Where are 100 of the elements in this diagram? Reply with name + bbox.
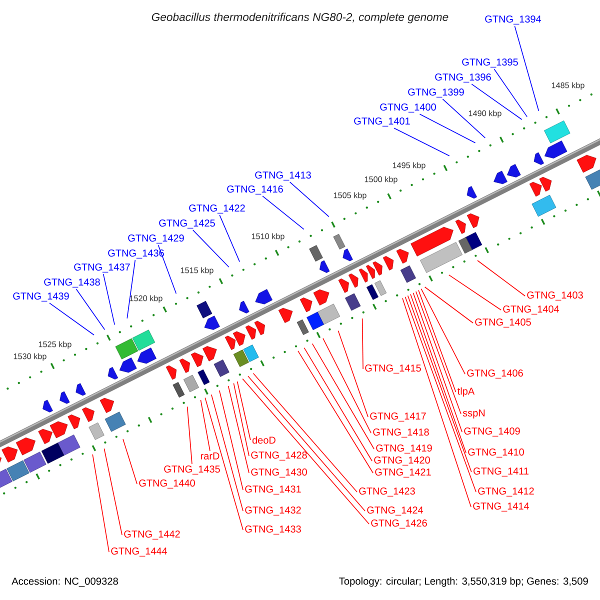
leader-line xyxy=(236,381,251,440)
leader-line xyxy=(404,296,476,492)
scale-label: 1500 kbp xyxy=(364,176,398,184)
gene-label: GTNG_1410 xyxy=(468,448,524,458)
leader-line xyxy=(92,454,110,552)
leader-line xyxy=(186,406,192,464)
footer-text: Accession: NC_009328 xyxy=(12,577,118,587)
leader-line xyxy=(448,274,502,310)
leader-line xyxy=(102,274,115,326)
gene-label: GTNG_1406 xyxy=(467,370,523,378)
leader-line xyxy=(416,291,462,414)
gene-label: deoD xyxy=(252,436,276,444)
gene-label: GTNG_1444 xyxy=(111,548,168,556)
gene-label: GTNG_1440 xyxy=(139,480,195,488)
leader-line xyxy=(494,68,528,118)
gene-label: GTNG_1395 xyxy=(462,58,518,68)
scale-label: 1490 kbp xyxy=(468,110,502,118)
gene-label: GTNG_1394 xyxy=(485,16,542,24)
scale-label: 1510 kbp xyxy=(252,233,284,241)
gene-label: GTNG_1414 xyxy=(473,502,530,512)
gene-label: GTNG_1428 xyxy=(251,452,307,460)
leader-line xyxy=(126,260,136,319)
leader-line xyxy=(204,397,244,530)
scale-label: 1495 kbp xyxy=(392,162,426,170)
gene-label: GTNG_1412 xyxy=(478,488,534,496)
leader-line xyxy=(412,292,462,432)
leader-line xyxy=(402,298,472,508)
leader-line xyxy=(407,295,472,472)
leader-line xyxy=(76,288,106,330)
gene-label: GTNG_1426 xyxy=(371,520,427,528)
leader-line xyxy=(298,350,374,474)
gene-label: GTNG_1442 xyxy=(124,530,180,540)
gene-label: GTNG_1437 xyxy=(74,264,130,272)
leader-line xyxy=(233,382,250,456)
leader-line xyxy=(304,347,372,462)
leader-line xyxy=(338,330,368,418)
gene-label: GTNG_1423 xyxy=(359,488,415,496)
gene-label: GTNG_1409 xyxy=(464,428,520,436)
gene-label: GTNG_1435 xyxy=(164,466,220,474)
leader-line xyxy=(362,318,364,370)
gene-label: GTNG_1415 xyxy=(365,364,421,374)
gene-label: GTNG_1404 xyxy=(503,306,560,314)
leader-line xyxy=(471,84,522,120)
leader-line xyxy=(219,390,244,490)
gene-label: GTNG_1420 xyxy=(374,456,430,466)
leader-line xyxy=(262,196,304,230)
leader-line xyxy=(248,376,366,512)
leader-line xyxy=(477,260,526,296)
leader-line xyxy=(158,244,177,294)
gene-label: GTNG_1424 xyxy=(367,506,424,516)
scale-label: 1515 kbp xyxy=(180,267,214,275)
leader-line xyxy=(228,386,250,474)
gene-label: GTNG_1403 xyxy=(527,292,583,300)
scale-label: 1505 kbp xyxy=(334,192,366,200)
gene-label: GTNG_1431 xyxy=(245,486,301,494)
gene-label: GTNG_1416 xyxy=(227,186,283,194)
gene-label: sspN xyxy=(462,410,485,418)
scale-label: 1485 kbp xyxy=(552,82,584,90)
leader-line xyxy=(49,302,94,336)
gene-label: rarD xyxy=(200,452,220,460)
gene-label: GTNG_1400 xyxy=(380,104,436,112)
leader-line xyxy=(242,378,370,524)
gene-label: GTNG_1433 xyxy=(245,526,301,534)
gene-label: GTNG_1422 xyxy=(189,204,245,214)
leader-line xyxy=(200,400,210,452)
leader-line xyxy=(252,373,358,492)
gene-label: GTNG_1438 xyxy=(44,278,100,288)
footer-text: Topology: circular; Length: 3,550,319 bp; Genes: 3,509 xyxy=(339,577,588,587)
leader-line xyxy=(424,286,474,324)
gene-label: GTNG_1439 xyxy=(13,292,69,302)
gene-label: GTNG_1399 xyxy=(408,88,464,98)
title: Geobacillus thermodenitrificans NG80-2, complete genome xyxy=(152,12,448,24)
leader-line xyxy=(219,214,240,262)
leader-line xyxy=(410,294,466,454)
gene-label: GTNG_1418 xyxy=(373,428,429,438)
gene-label: GTNG_1421 xyxy=(375,468,431,478)
gene-label: GTNG_1396 xyxy=(435,74,491,82)
gene-label: GTNG_1417 xyxy=(370,412,426,422)
leader-line xyxy=(312,343,374,450)
gene-label: GTNG_1401 xyxy=(354,118,410,126)
leader-line xyxy=(420,288,466,374)
gene-label: tlpA xyxy=(458,387,475,397)
gene-label: GTNG_1432 xyxy=(245,506,301,516)
gene-label: GTNG_1405 xyxy=(475,318,531,328)
gene-label: GTNG_1411 xyxy=(474,468,528,476)
gene-label: GTNG_1413 xyxy=(255,172,311,180)
scale-label: 1525 kbp xyxy=(38,341,72,349)
leader-line xyxy=(514,26,540,112)
leader-line xyxy=(192,230,230,268)
scale-label: 1530 kbp xyxy=(14,353,46,361)
gene-label: GTNG_1430 xyxy=(251,468,307,478)
leader-line xyxy=(104,448,122,536)
gene-label: GTNG_1429 xyxy=(128,234,184,244)
gene-label: GTNG_1425 xyxy=(159,220,215,228)
leader-line xyxy=(322,338,372,434)
gene-label: GTNG_1419 xyxy=(376,444,432,454)
leader-line xyxy=(418,290,456,392)
leader-line xyxy=(394,128,450,156)
leader-line xyxy=(419,114,476,144)
leader-line xyxy=(289,182,330,218)
